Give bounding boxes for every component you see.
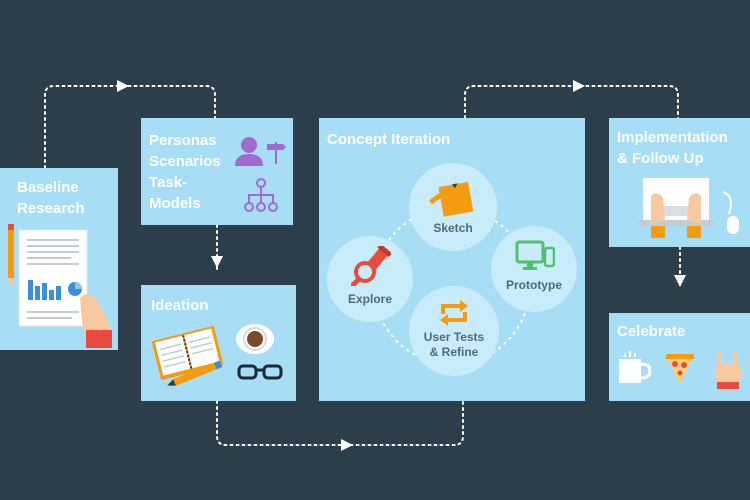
arrowhead-down-personas	[211, 256, 223, 268]
signpost-icon	[267, 142, 286, 164]
glasses-icon	[237, 364, 283, 380]
hand-icon	[80, 293, 112, 348]
baseline-title-line2: Research	[17, 200, 85, 217]
document-chart-icon	[18, 229, 112, 348]
person-icon	[235, 137, 263, 166]
implementation-title-line1: Implementation	[617, 129, 728, 146]
node-prototype: Prototype	[491, 226, 577, 312]
laptop-icon	[639, 178, 713, 238]
mug-icon	[619, 351, 651, 383]
mouse-icon	[722, 191, 739, 234]
ideation-title: Ideation	[151, 297, 209, 314]
baseline-title: Baseline Research	[17, 177, 85, 219]
personas-line3: Task-	[149, 174, 188, 191]
node-sketch: Sketch	[409, 163, 497, 251]
hierarchy-icon	[244, 178, 278, 212]
personas-text: Personas Scenarios Task- Models	[149, 130, 221, 214]
rock-hand-icon	[715, 351, 741, 389]
card-personas: Personas Scenarios Task- Models	[141, 118, 293, 225]
card-baseline-research: Baseline Research	[0, 168, 118, 350]
card-ideation: Ideation	[141, 285, 296, 401]
coffee-cup-icon	[236, 324, 274, 354]
personas-line4: Models	[149, 195, 201, 212]
connector-baseline-to-personas	[44, 85, 216, 169]
implementation-title: Implementation & Follow Up	[617, 127, 728, 169]
typing-hands	[651, 193, 701, 238]
refresh-arrows-icon	[440, 300, 468, 326]
user-tests-label: User Tests & Refine	[409, 330, 499, 360]
arrowhead-bottom	[341, 439, 353, 451]
implementation-title-line2: & Follow Up	[617, 150, 704, 167]
personas-line1: Personas	[149, 132, 217, 149]
card-implementation: Implementation & Follow Up	[609, 118, 750, 247]
connector-ideation-to-concept	[216, 400, 464, 446]
arrowhead-down-implementation	[674, 275, 686, 287]
pencil-icon	[167, 360, 223, 386]
user-tests-label-line1: User Tests	[423, 330, 485, 344]
arrowhead-top-left	[117, 80, 129, 92]
node-user-tests: User Tests & Refine	[409, 286, 499, 376]
sketch-label: Sketch	[433, 221, 473, 235]
node-explore: Explore	[327, 236, 413, 322]
user-tests-label-line2: & Refine	[429, 345, 479, 359]
magnifier-flashlight-icon	[351, 246, 391, 286]
personas-line2: Scenarios	[149, 153, 221, 170]
prototype-label: Prototype	[505, 278, 562, 292]
celebrate-title: Celebrate	[617, 323, 686, 340]
baseline-title-line1: Baseline	[17, 179, 79, 196]
card-celebrate: Celebrate	[609, 313, 750, 401]
pizza-slice-icon	[666, 354, 694, 384]
explore-label: Explore	[347, 292, 392, 306]
sticky-note-icon	[429, 181, 474, 217]
card-concept-iteration: Concept Iteration Sketch Explore Prototy…	[319, 118, 585, 401]
concept-title: Concept Iteration	[327, 131, 451, 148]
monitor-phone-icon	[515, 240, 555, 270]
connector-concept-to-implementation	[464, 85, 679, 119]
pencil-icon	[8, 224, 14, 288]
arrowhead-top-right	[573, 80, 585, 92]
